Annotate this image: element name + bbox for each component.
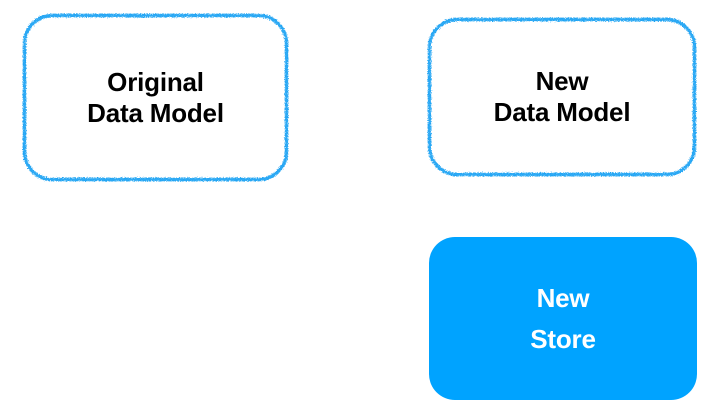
node-original-data-model[interactable]: Original Data Model — [22, 13, 289, 182]
node-new-data-model-line-1: New — [535, 66, 589, 97]
node-new-data-model-label-stack: New Data Model — [494, 66, 631, 127]
node-new-data-model[interactable]: New Data Model — [427, 17, 697, 177]
node-original-line-1: Original — [107, 66, 204, 97]
node-new-store-label-stack: New Store — [530, 282, 596, 354]
node-new-store-line-1: New — [536, 282, 590, 313]
node-new-store-line-2: Store — [530, 323, 596, 354]
node-original-line-2: Data Model — [87, 97, 224, 128]
node-new-data-model-line-2: Data Model — [493, 97, 631, 127]
node-new-store[interactable]: New Store — [429, 237, 697, 400]
node-original-label-stack: Original Data Model — [87, 67, 224, 128]
